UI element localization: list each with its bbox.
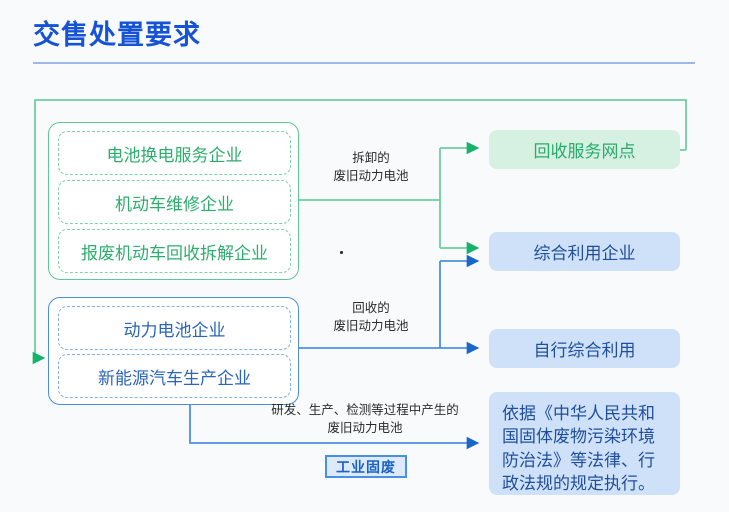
target-label: 自行综合利用 — [533, 341, 636, 360]
edge-label-process-generated: 研发、生产、检测等过程中产生的 废旧动力电池 — [271, 403, 459, 435]
target-recycle-service-node[interactable]: 回收服务网点 — [489, 130, 680, 169]
target-self-comprehensive-use[interactable]: 自行综合利用 — [489, 329, 680, 368]
edge-label-dismantled: 拆卸的 废旧动力电池 — [333, 151, 409, 183]
source-chip-nev-manufacturer[interactable]: 新能源汽车生产企业 — [58, 354, 291, 398]
source-chip-battery-swap[interactable]: 电池换电服务企业 — [58, 131, 291, 175]
source-chip-label: 机动车维修企业 — [115, 194, 234, 214]
source-chip-label: 新能源汽车生产企业 — [98, 368, 251, 388]
source-chip-scrap-dismantle[interactable]: 报废机动车回收拆解企业 — [58, 229, 291, 273]
industrial-solid-waste-badge[interactable]: 工业固废 — [325, 455, 407, 478]
target-legal-note[interactable]: 依据《中华人民共和国固体废物污染环境防治法》等法律、行政法规的规定执行。 — [489, 392, 680, 495]
target-label: 回收服务网点 — [533, 142, 636, 161]
source-chip-power-battery[interactable]: 动力电池企业 — [58, 306, 291, 350]
edge-label-recycled: 回收的 废旧动力电池 — [333, 301, 409, 333]
source-chip-label: 报废机动车回收拆解企业 — [81, 243, 268, 263]
source-chip-label: 电池换电服务企业 — [106, 145, 243, 165]
target-label: 综合利用企业 — [533, 244, 636, 263]
green-source-group: 电池换电服务企业 机动车维修企业 报废机动车回收拆解企业 — [48, 122, 299, 280]
page-title: 交售处置要求 — [33, 20, 201, 50]
source-chip-vehicle-repair[interactable]: 机动车维修企业 — [58, 180, 291, 224]
blue-source-group: 动力电池企业 新能源汽车生产企业 — [48, 297, 299, 405]
decorative-dot — [340, 251, 343, 254]
target-comprehensive-use-enterprise[interactable]: 综合利用企业 — [489, 232, 680, 271]
source-chip-label: 动力电池企业 — [123, 320, 226, 340]
title-divider — [33, 62, 695, 64]
